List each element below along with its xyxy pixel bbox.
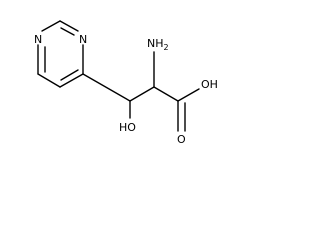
atom-label-acid-o: O — [177, 133, 186, 146]
bond-ccarboxyl-oh — [177, 88, 200, 102]
bond-c5-c4 — [59, 73, 84, 88]
bond-calpha-ccarboxyl — [153, 86, 179, 102]
side-chain — [82, 51, 200, 132]
atom-label-amino-base: NH — [147, 37, 164, 50]
bond-c6-c5 — [37, 73, 61, 88]
bond-c2-n3 — [59, 20, 79, 32]
atom-label-ring-n3: N — [79, 33, 87, 46]
atom-labels: N N NH2 OH HO O — [34, 33, 218, 146]
pyrimidine-ring — [37, 20, 84, 88]
atom-label-amino-subscript: 2 — [164, 43, 169, 52]
chemical-structure: N N NH2 OH HO O — [34, 20, 218, 146]
bond-cbeta-calpha — [129, 86, 155, 102]
atom-label-amino: NH2 — [147, 37, 169, 52]
atom-label-ring-n1: N — [34, 33, 42, 46]
atom-label-acid-oh: OH — [201, 78, 218, 91]
bond-c2-n3-inner — [60, 27, 75, 36]
bond-c2-n1 — [41, 20, 61, 32]
atom-label-alcohol-oh: HO — [119, 121, 136, 134]
bond-c5-c4-inner — [60, 69, 79, 81]
bond-c4-cbeta — [82, 73, 131, 102]
